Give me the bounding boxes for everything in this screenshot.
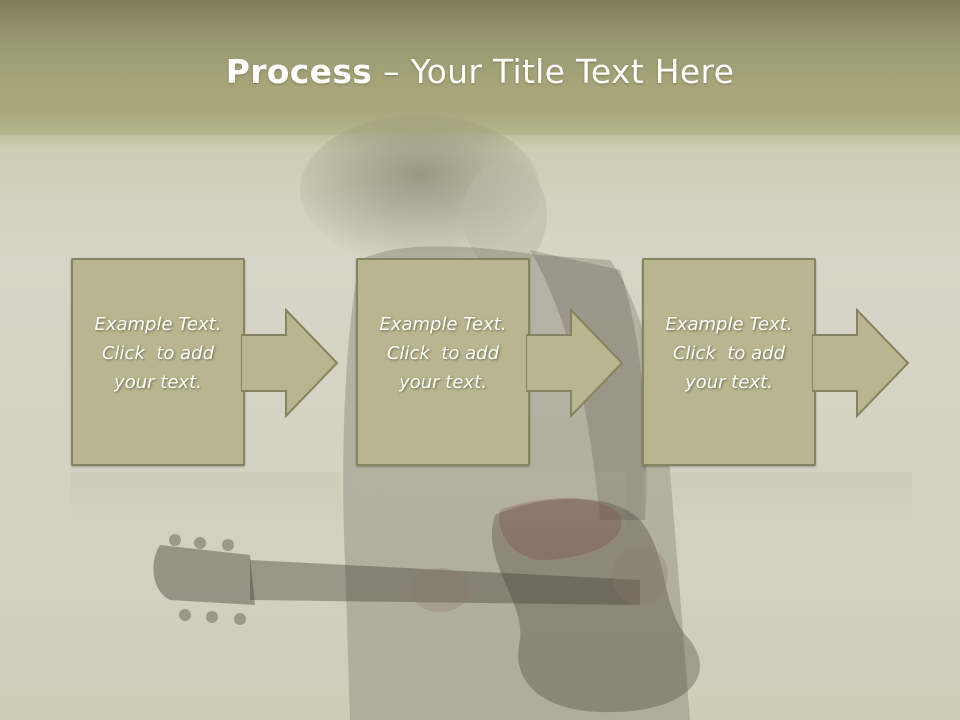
step-text-line: your text.	[685, 372, 773, 393]
title-rest: – Your Title Text Here	[372, 52, 735, 91]
step-text-line: your text.	[114, 372, 202, 393]
step-text[interactable]: Example Text. Click to add your text.	[71, 310, 245, 397]
step-reflection	[356, 472, 626, 552]
slide-title[interactable]: Process – Your Title Text Here	[0, 52, 960, 91]
right-arrow-icon	[812, 308, 910, 418]
step-text-line: Example Text.	[94, 314, 222, 335]
step-text-line: Example Text.	[665, 314, 793, 335]
title-bold: Process	[225, 52, 373, 91]
step-text-line: Click to add	[101, 343, 214, 364]
step-text[interactable]: Example Text. Click to add your text.	[642, 310, 816, 397]
process-step-3[interactable]: Example Text. Click to add your text.	[642, 258, 912, 468]
title-band	[0, 0, 960, 135]
step-text-line: Example Text.	[379, 314, 507, 335]
right-arrow-icon	[241, 308, 339, 418]
step-text[interactable]: Example Text. Click to add your text.	[356, 310, 530, 397]
step-text-line: Click to add	[386, 343, 499, 364]
step-text-line: your text.	[399, 372, 487, 393]
step-text-line: Click to add	[672, 343, 785, 364]
step-box[interactable]	[71, 258, 245, 466]
process-step-2[interactable]: Example Text. Click to add your text.	[356, 258, 626, 468]
right-arrow-icon	[526, 308, 624, 418]
step-reflection	[642, 472, 912, 552]
process-step-1[interactable]: Example Text. Click to add your text.	[71, 258, 341, 468]
step-reflection	[71, 472, 341, 552]
